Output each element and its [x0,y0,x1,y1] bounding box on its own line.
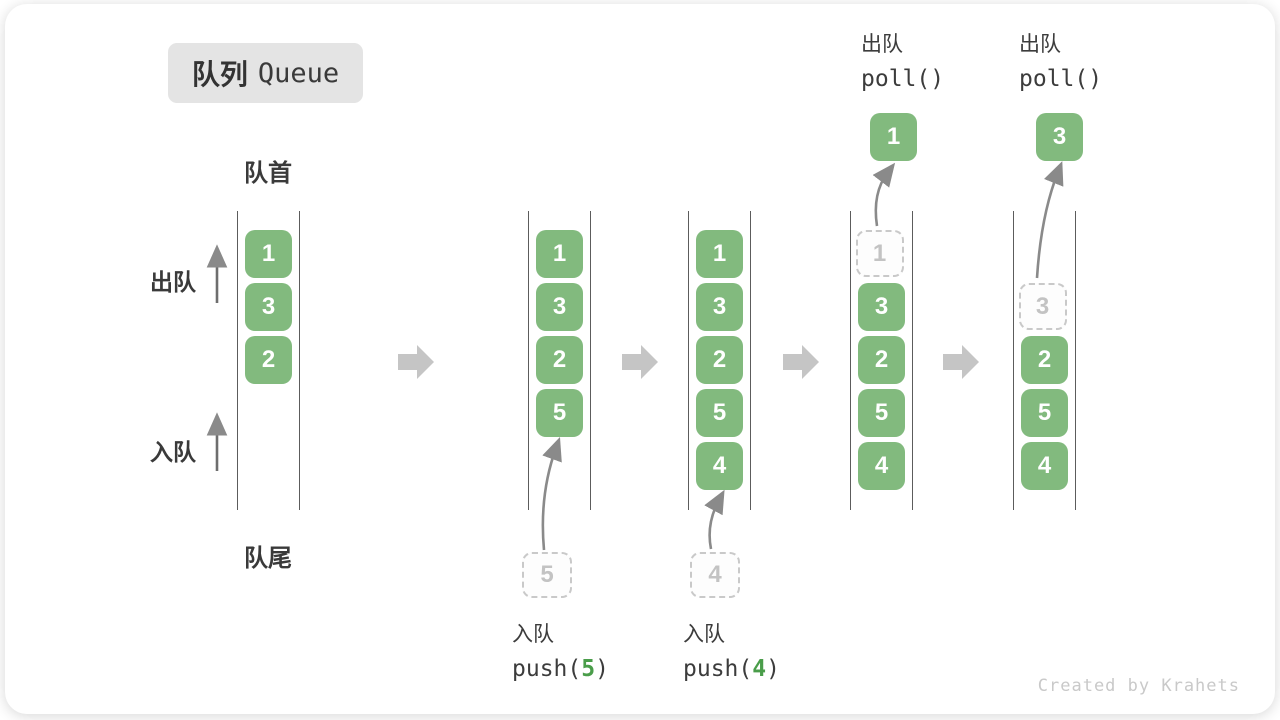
push4-caption: 入队 push(4) [683,618,780,686]
queue-item: 2 [536,336,583,384]
push5-close: ) [595,656,609,682]
queue-item-removed: 3 [1018,283,1067,330]
poll3-code: poll() [1019,66,1103,92]
queue-item: 2 [1021,336,1068,384]
poll1-caption: 出队 poll() [861,28,944,96]
queue-item: 2 [696,336,743,384]
polled-value-1: 1 [870,113,917,161]
staged-value-4: 4 [690,552,740,598]
queue-item: 3 [536,283,583,331]
queue-item: 3 [245,283,292,331]
enqueue-direction-label: 入队 [150,439,196,465]
poll1-code: poll() [861,66,945,92]
push4-close: ) [766,656,780,682]
queue-item: 4 [696,442,743,490]
queue-state-initial: 1 3 2 [237,211,300,510]
queue-item: 5 [536,389,583,437]
push5-arg: 5 [581,656,596,682]
push5-code: push(5) [512,652,609,686]
staged-value-5: 5 [522,552,572,598]
push5-caption: 入队 push(5) [512,618,609,686]
poll1-action: 出队 [861,33,903,56]
queue-item-removed: 1 [855,230,904,277]
push4-arg: 4 [752,656,767,682]
poll3-action: 出队 [1019,33,1061,56]
title-badge: 队列 Queue [168,43,363,103]
queue-state-after-push4: 1 3 2 5 4 [688,211,751,510]
queue-item: 1 [536,230,583,278]
queue-item: 4 [858,442,905,490]
queue-rear-label: 队尾 [244,545,292,572]
queue-item: 1 [245,230,292,278]
dequeue-direction-label: 出队 [150,269,196,295]
title-cn: 队列 [191,59,248,90]
queue-state-after-push5: 1 3 2 5 [528,211,591,510]
watermark: Created by Krahets [1037,676,1240,696]
title-en: Queue [257,57,340,89]
queue-item: 2 [245,336,292,384]
push5-fn: push( [512,656,582,682]
push5-action: 入队 [512,623,554,646]
queue-item: 5 [696,389,743,437]
queue-item: 3 [696,283,743,331]
queue-item: 5 [858,389,905,437]
queue-item: 5 [1021,389,1068,437]
push4-action: 入队 [683,623,725,646]
queue-item: 1 [696,230,743,278]
poll3-caption: 出队 poll() [1019,28,1102,96]
queue-item: 3 [858,283,905,331]
queue-front-label: 队首 [244,160,292,187]
queue-state-poll-1: 1 3 2 5 4 [850,211,913,510]
polled-value-3: 3 [1036,113,1083,161]
push4-code: push(4) [683,652,780,686]
diagram-card [5,4,1275,714]
push4-fn: push( [683,656,753,682]
queue-item: 2 [858,336,905,384]
queue-item: 4 [1021,442,1068,490]
queue-state-poll-3: 3 2 5 4 [1013,211,1076,510]
